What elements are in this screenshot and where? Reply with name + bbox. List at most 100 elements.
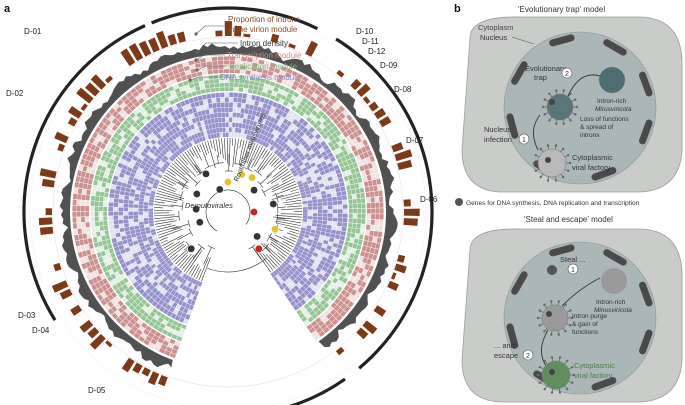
- module-cell: [273, 87, 279, 93]
- module-cell: [90, 216, 95, 222]
- module-cell: [118, 116, 125, 123]
- module-cell: [268, 85, 275, 91]
- module-cell: [80, 171, 86, 178]
- module-cell: [108, 211, 114, 216]
- module-cell: [289, 150, 296, 157]
- module-cell: [321, 224, 327, 229]
- module-cell: [194, 290, 199, 297]
- module-cell: [87, 238, 93, 244]
- module-cell: [161, 319, 168, 326]
- module-cell: [151, 88, 158, 95]
- intron-proportion-bars: [29, 13, 427, 405]
- module-cell: [307, 261, 313, 268]
- module-cell: [234, 69, 240, 74]
- module-cell: [379, 214, 384, 220]
- module-cell: [366, 203, 371, 209]
- module-cell: [296, 267, 303, 274]
- module-cell: [332, 209, 338, 214]
- module-cell: [147, 142, 154, 148]
- module-cell: [232, 122, 236, 128]
- module-cell: [274, 125, 280, 131]
- module-cell: [340, 303, 347, 310]
- module-cell: [289, 167, 296, 172]
- module-cell: [343, 305, 351, 313]
- module-cell: [238, 87, 244, 92]
- module-cell: [181, 122, 187, 129]
- intron-proportion-bar: [397, 159, 413, 171]
- module-cell: [122, 164, 128, 171]
- module-cell: [214, 83, 220, 88]
- module-cell: [281, 80, 288, 86]
- module-cell: [165, 273, 172, 279]
- module-cell: [184, 110, 190, 116]
- module-cell: [244, 129, 248, 135]
- module-cell: [127, 274, 134, 281]
- module-cell: [112, 267, 118, 274]
- module-cell: [180, 111, 186, 118]
- module-cell: [326, 285, 333, 292]
- nuclear-pore: [591, 377, 617, 391]
- module-cell: [346, 246, 352, 253]
- module-cell: [322, 198, 328, 203]
- module-cell: [145, 325, 152, 332]
- module-cell: [90, 200, 95, 206]
- module-cell: [190, 140, 196, 146]
- module-cell: [320, 140, 327, 147]
- module-cell: [152, 123, 159, 130]
- module-cell: [87, 266, 94, 274]
- module-cell: [124, 191, 130, 197]
- module-cell: [249, 80, 255, 86]
- module-cell: [354, 291, 361, 299]
- module-cell: [267, 89, 273, 95]
- module-cell: [266, 132, 272, 138]
- module-cell: [101, 117, 108, 124]
- module-cell: [337, 204, 343, 209]
- module-cell: [99, 136, 106, 143]
- module-cell: [120, 248, 126, 255]
- module-cell: [348, 163, 354, 170]
- module-cell: [376, 178, 382, 185]
- module-cell: [196, 71, 203, 77]
- module-cell: [296, 282, 303, 289]
- module-cell: [201, 94, 207, 100]
- module-cell: [341, 226, 347, 232]
- module-cell: [98, 206, 103, 212]
- module-cell: [307, 200, 313, 204]
- module-cell: [211, 98, 217, 104]
- module-cell: [145, 308, 152, 315]
- module-cell: [163, 108, 170, 115]
- module-cell: [292, 161, 298, 167]
- module-cell: [353, 203, 358, 209]
- module-cell: [225, 117, 229, 123]
- intron-proportion-bar: [105, 75, 113, 84]
- module-cell: [167, 150, 173, 157]
- module-cell: [105, 145, 111, 152]
- module-cell: [197, 110, 203, 117]
- module-cell: [100, 155, 107, 162]
- module-cell: [297, 104, 304, 111]
- module-cell: [225, 112, 229, 118]
- module-cell: [276, 151, 282, 157]
- module-cell: [112, 149, 119, 156]
- module-cell: [172, 146, 178, 152]
- module-cell: [348, 204, 353, 209]
- module-cell: [190, 124, 195, 130]
- module-cell: [316, 175, 323, 181]
- module-cell: [96, 141, 103, 148]
- module-cell: [184, 120, 190, 127]
- module-cell: [368, 235, 374, 242]
- module-cell: [136, 311, 143, 318]
- module-cell: [149, 223, 155, 227]
- module-cell: [150, 228, 156, 233]
- module-cell: [307, 206, 313, 210]
- module-cell: [133, 265, 140, 272]
- intron-proportion-bar: [373, 305, 387, 317]
- module-cell: [120, 262, 127, 269]
- module-cell: [201, 125, 207, 131]
- module-cell: [167, 342, 174, 349]
- module-cell: [155, 303, 162, 310]
- module-cell: [352, 218, 357, 224]
- panel-a-letter: a: [4, 3, 11, 15]
- module-cell: [173, 330, 180, 336]
- module-cell: [158, 265, 165, 272]
